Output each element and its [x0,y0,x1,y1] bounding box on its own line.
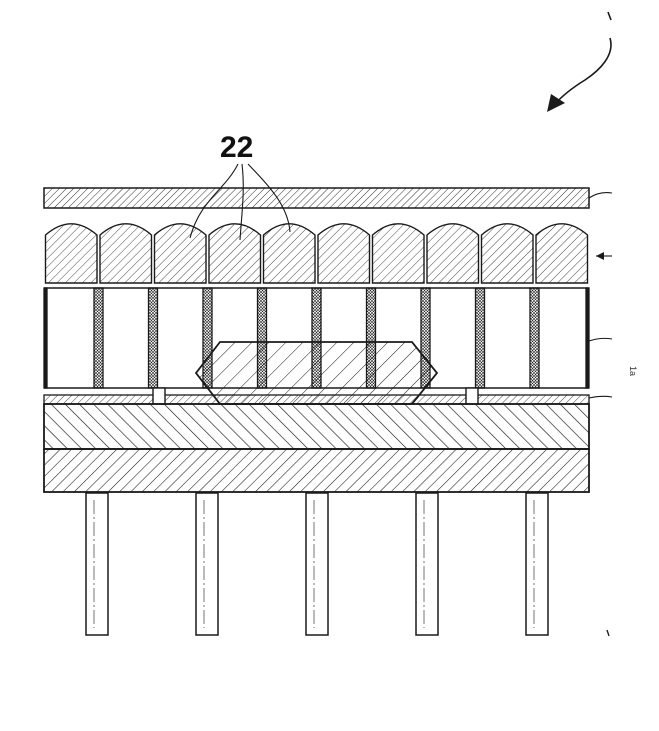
assembly-arrow [547,11,612,112]
connector-pins [85,492,549,636]
microlens [153,223,207,284]
cell-wall [474,287,486,389]
connector-pin [305,492,329,636]
connector-pin [415,492,439,636]
cover-plate [43,187,590,209]
cell-wall [147,287,159,389]
connector-pin [525,492,549,636]
cell-wall [93,287,104,389]
cell-wall [585,287,590,389]
lower-substrate [43,448,590,493]
microlens-array [44,223,589,284]
microlens [426,223,480,284]
side-leaders [588,191,613,637]
cell-wall [43,287,48,389]
solder-bump [465,387,479,405]
microlens [317,223,371,284]
microlens [208,223,262,284]
solder-bump [152,387,166,405]
microlens [480,223,534,284]
central-chip [194,341,439,405]
microlens [535,223,589,284]
microlens [371,223,425,284]
connector-pin [195,492,219,636]
reference-numeral: 22 [220,131,253,164]
upper-substrate [43,403,590,450]
microlens [44,223,98,284]
microlens [99,223,153,284]
microlens [262,223,316,284]
cell-wall [529,287,540,389]
side-mark: 1a [628,366,638,376]
connector-pin [85,492,109,636]
